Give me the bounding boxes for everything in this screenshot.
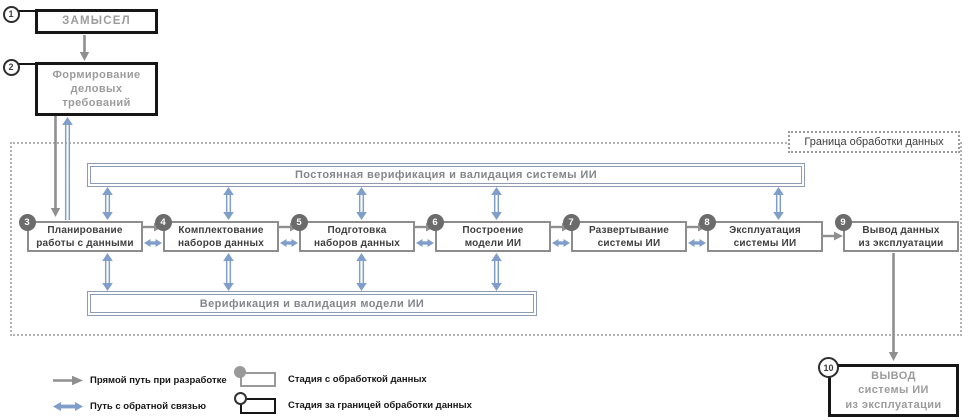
legend-data-stage-icon bbox=[240, 372, 276, 387]
stage-2-stem bbox=[18, 63, 36, 65]
stage-3-number: 3 bbox=[18, 213, 36, 231]
stage-box-3: Планирование работы с данными bbox=[27, 221, 143, 252]
arrow-stage3-to-stage2-feedback bbox=[61, 117, 73, 220]
legend-outside-stage-icon bbox=[240, 398, 276, 414]
legend-outside-stage-dot-icon bbox=[233, 391, 247, 405]
bottom-verification-bar-text: Верификация и валидация модели ИИ bbox=[90, 294, 534, 313]
stage-box-10: ВЫВОД системы ИИ из эксплуатации bbox=[828, 364, 959, 417]
stage-9-number: 9 bbox=[834, 213, 852, 231]
bottom-verification-bar: Верификация и валидация модели ИИ bbox=[87, 291, 537, 316]
top-verification-bar-text: Постоянная верификация и валидация систе… bbox=[90, 166, 802, 184]
stage-1-label: ЗАМЫСЕЛ bbox=[62, 15, 131, 28]
legend-feedback-arrow-icon bbox=[53, 402, 83, 411]
arrow-feedback bbox=[280, 239, 298, 247]
stage-4-number: 4 bbox=[154, 213, 172, 231]
stage-5-number: 5 bbox=[290, 213, 308, 231]
stage-8-number: 8 bbox=[698, 213, 716, 231]
arrow-top-verification bbox=[355, 187, 367, 220]
arrow-stage9-to-stage10 bbox=[888, 253, 898, 361]
arrow-bottom-verification bbox=[490, 253, 502, 291]
legend-outside-stage-label: Стадия за границей обработки данных bbox=[288, 400, 472, 411]
arrow-feedback bbox=[416, 239, 434, 247]
stage-box-5: Подготовка наборов данных bbox=[299, 221, 415, 252]
stage-box-4: Комплектование наборов данных bbox=[163, 221, 279, 252]
arrow-top-verification bbox=[490, 187, 502, 220]
data-boundary-label-text: Граница обработки данных bbox=[804, 136, 944, 148]
legend-direct-path-label: Прямой путь при разработке bbox=[90, 375, 227, 386]
arrow-top-verification bbox=[222, 187, 234, 220]
stage-2-number: 2 bbox=[2, 58, 20, 76]
legend-data-stage-dot-icon bbox=[234, 366, 246, 378]
arrow-forward bbox=[821, 231, 843, 241]
stage-box-6: Построение модели ИИ bbox=[435, 221, 551, 252]
arrow-bottom-verification bbox=[222, 253, 234, 291]
stage-box-8: Эксплуатация системы ИИ bbox=[707, 221, 823, 252]
arrow-top-verification bbox=[772, 187, 784, 220]
stage-1-number: 1 bbox=[2, 5, 20, 23]
arrow-stage1-to-stage2 bbox=[79, 35, 90, 61]
stage-box-9: Вывод данных из эксплуатации bbox=[843, 221, 959, 252]
arrow-bottom-verification bbox=[355, 253, 367, 291]
stage-10-number: 10 bbox=[818, 357, 839, 378]
top-verification-bar: Постоянная верификация и валидация систе… bbox=[87, 163, 805, 187]
data-boundary-frame bbox=[10, 142, 962, 336]
stage-box-7: Развертывание системы ИИ bbox=[571, 221, 687, 252]
stage-1-stem bbox=[18, 10, 36, 12]
arrow-top-verification bbox=[101, 187, 113, 220]
arrow-feedback bbox=[688, 239, 706, 247]
arrow-feedback bbox=[144, 239, 162, 247]
stage-6-number: 6 bbox=[426, 213, 444, 231]
stage-box-1: ЗАМЫСЕЛ bbox=[35, 9, 158, 34]
legend-data-stage-label: Стадия с обработкой данных bbox=[288, 374, 427, 385]
stage-7-number: 7 bbox=[562, 213, 580, 231]
arrow-stage2-to-stage3 bbox=[50, 116, 60, 217]
arrow-feedback bbox=[552, 239, 570, 247]
data-boundary-label: Граница обработки данных bbox=[788, 131, 960, 153]
legend-forward-arrow-icon bbox=[53, 375, 83, 386]
legend-feedback-path-label: Путь с обратной связью bbox=[90, 401, 206, 412]
arrow-bottom-verification bbox=[101, 253, 113, 291]
stage-box-2: Формирование деловых требований bbox=[35, 62, 158, 116]
